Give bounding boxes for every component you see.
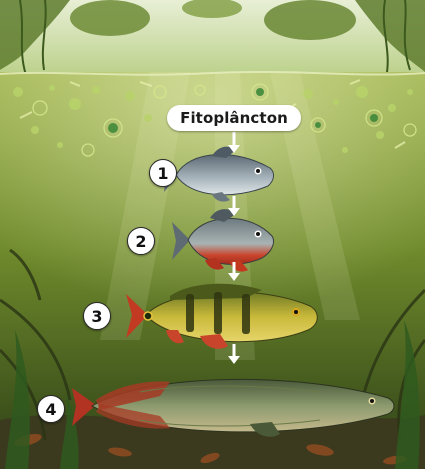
trophic-level-badge-3: 3 (83, 302, 111, 330)
trophic-level-number: 1 (157, 164, 168, 183)
phytoplankton-label: Fitoplâncton (167, 105, 301, 131)
trophic-level-badge-2: 2 (127, 227, 155, 255)
phytoplankton-label-text: Fitoplâncton (180, 109, 288, 127)
trophic-level-number: 4 (45, 400, 56, 419)
trophic-level-badge-4: 4 (37, 395, 65, 423)
trophic-level-number: 3 (91, 307, 102, 326)
trophic-level-badge-1: 1 (149, 159, 177, 187)
trophic-level-number: 2 (135, 232, 146, 251)
